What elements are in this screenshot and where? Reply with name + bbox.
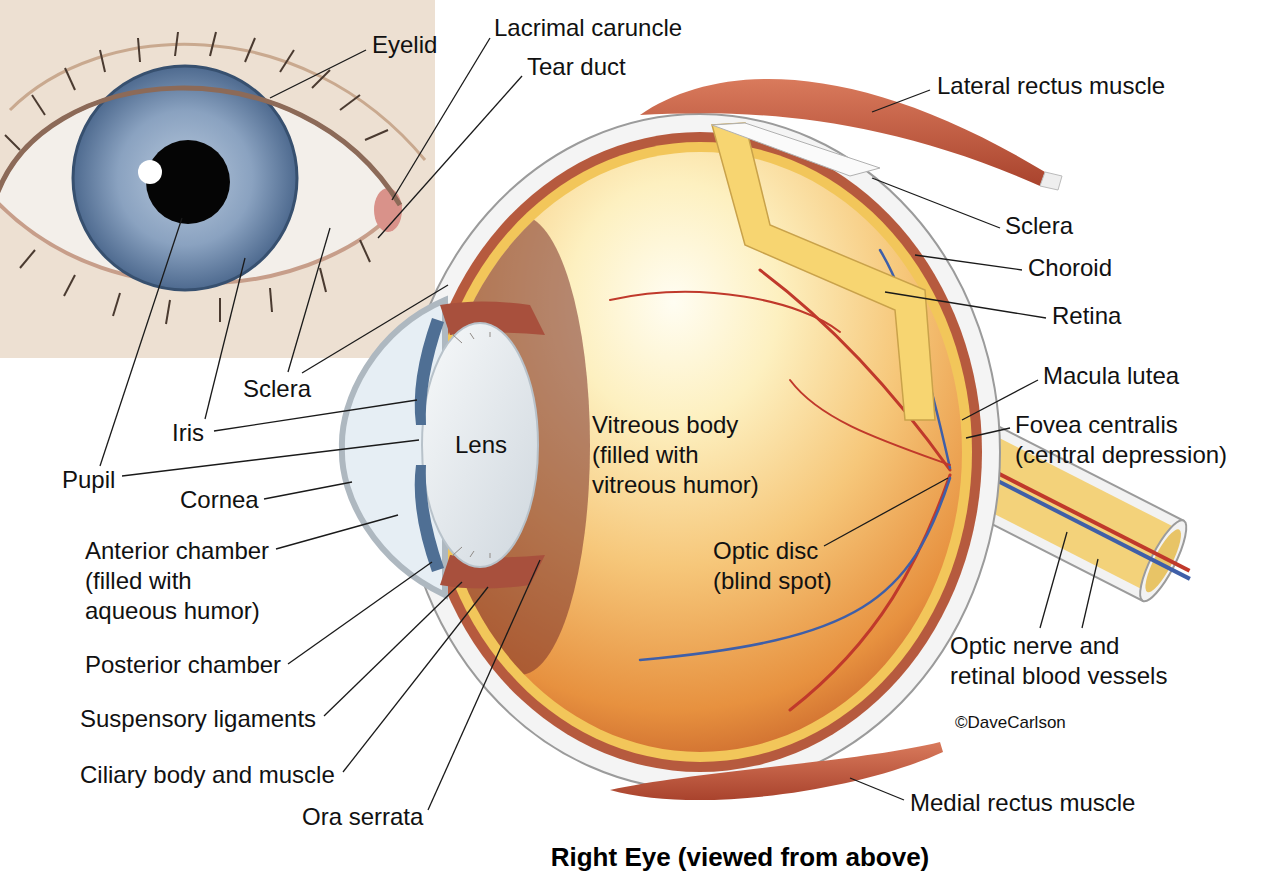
part-label: Tear duct (527, 52, 677, 82)
iris (415, 318, 444, 425)
eye-photo-inset (0, 0, 435, 358)
leader-line (276, 515, 398, 549)
leader-line (1082, 559, 1098, 628)
leader-line (288, 562, 432, 664)
leader-line (288, 228, 330, 372)
leader-line (885, 292, 1046, 318)
leader-line (100, 218, 182, 466)
figure-title: Right Eye (viewed from above) (440, 841, 1040, 873)
leader-line (214, 400, 417, 431)
part-label: Medial rectus muscle (910, 788, 1170, 818)
leader-line (824, 478, 948, 546)
part-label: Vitreous body (filled with vitreous humo… (592, 410, 772, 500)
part-label: Optic nerve and retinal blood vessels (950, 631, 1180, 691)
part-label: Ora serrata (302, 802, 462, 832)
part-label: Macula lutea (1043, 361, 1223, 391)
leader-line (872, 178, 1000, 228)
lens (422, 323, 538, 567)
part-label: Sclera (243, 374, 343, 404)
leader-line (343, 587, 488, 772)
leader-line (872, 90, 930, 112)
leader-line (270, 50, 366, 98)
leader-line (302, 285, 448, 373)
iris (415, 465, 444, 572)
medial-rectus-muscle (610, 742, 943, 800)
leader-line (122, 440, 419, 476)
part-label: Posterior chamber (85, 650, 325, 680)
leader-line (392, 38, 490, 200)
part-label: Sclera (1005, 211, 1105, 241)
part-label: Eyelid (372, 30, 472, 60)
part-label: Lens (455, 430, 525, 460)
part-label: Anterior chamber (filled with aqueous hu… (85, 536, 280, 626)
leader-line (428, 560, 540, 810)
part-label: Suspensory ligaments (80, 704, 340, 734)
leader-line (915, 255, 1022, 270)
leader-line (264, 482, 352, 499)
leader-line (324, 582, 462, 716)
leader-line (1040, 532, 1067, 628)
part-label: Optic disc (blind spot) (713, 536, 838, 596)
part-label: Ciliary body and muscle (80, 760, 360, 790)
copyright-watermark: ©DaveCarlson (955, 713, 1155, 733)
leader-line (378, 76, 522, 238)
leader-line (966, 428, 1010, 438)
part-label: Lacrimal caruncle (494, 13, 724, 43)
part-label: Iris (172, 418, 232, 448)
part-label: Pupil (62, 465, 142, 495)
part-label: Choroid (1028, 253, 1148, 283)
part-label: Fovea centralis (central depression) (1015, 410, 1250, 470)
part-label: Retina (1052, 301, 1152, 331)
part-label: Cornea (180, 485, 280, 515)
leader-line (850, 778, 904, 800)
eyeball (400, 114, 1000, 790)
leader-line (205, 258, 245, 419)
part-label: Lateral rectus muscle (937, 71, 1237, 101)
